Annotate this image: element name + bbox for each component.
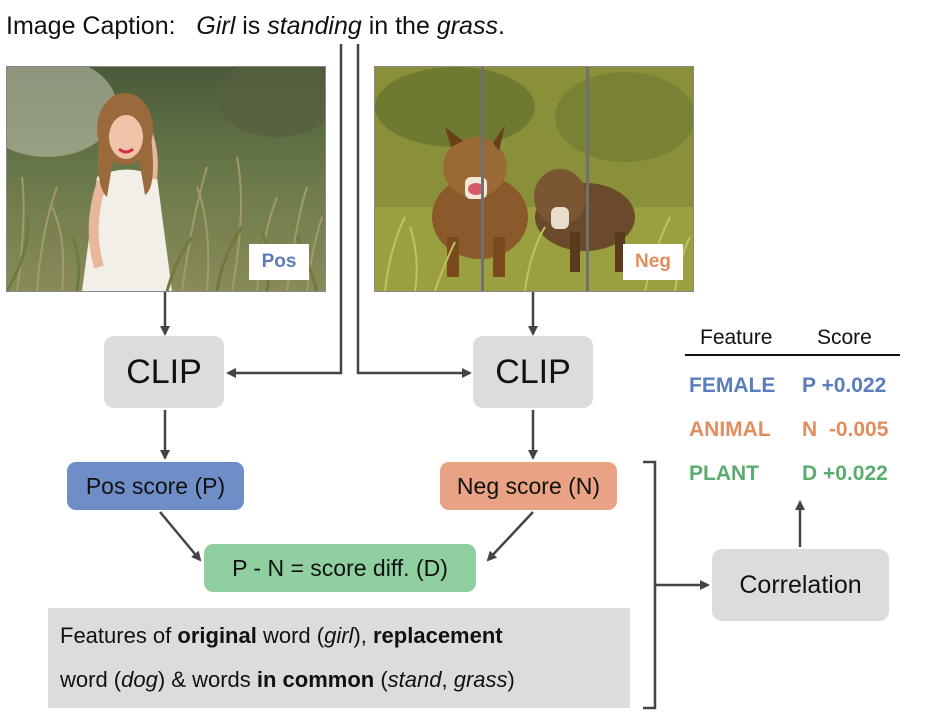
features-text-italic: stand [387, 667, 442, 692]
table-row-score: P +0.022 [802, 374, 887, 397]
caption-word-grass: grass [436, 12, 498, 40]
features-text: word ( [256, 623, 325, 648]
features-description: Features of original word (girl), replac… [48, 608, 630, 708]
features-text-italic: girl [324, 623, 354, 648]
features-text: ) & words [157, 667, 257, 692]
table-row-feature: FEMALE [689, 374, 776, 397]
caption-word-standing: standing [267, 12, 362, 40]
table-row-feature: PLANT [689, 462, 759, 485]
features-text-italic: grass [453, 667, 508, 692]
table-row-feature: ANIMAL [689, 418, 771, 441]
features-text-italic: dog [121, 667, 158, 692]
caption-text: . [497, 12, 505, 40]
features-text: Features of [60, 623, 178, 648]
caption-prefix: Image Caption: [6, 12, 176, 40]
caption-text: in the [361, 12, 437, 40]
neg-label: Neg [623, 244, 683, 280]
features-text-bold: original [177, 623, 257, 648]
features-text: ) [507, 667, 515, 692]
features-text: word ( [60, 667, 122, 692]
caption-text: is [235, 12, 268, 40]
pos-label: Pos [249, 244, 309, 280]
features-text: ), [353, 623, 373, 648]
pos-score-box: Pos score (P) [67, 462, 244, 510]
features-text-bold: replacement [373, 623, 503, 648]
table-row-score: D +0.022 [802, 462, 888, 485]
table-header-feature: Feature [700, 326, 773, 349]
table-header-score: Score [817, 326, 872, 349]
score-diff-box: P - N = score diff. (D) [204, 544, 476, 592]
features-text: , [441, 667, 454, 692]
image-caption: Image Caption: Girl is standing in the g… [6, 12, 505, 41]
caption-word-girl: Girl [196, 12, 236, 40]
clip-model-left: CLIP [104, 336, 224, 408]
clip-model-right: CLIP [473, 336, 593, 408]
features-text: ( [374, 667, 388, 692]
features-text-bold: in common [256, 667, 375, 692]
correlation-box: Correlation [712, 549, 889, 621]
neg-score-box: Neg score (N) [440, 462, 617, 510]
table-row-score: N -0.005 [802, 418, 889, 441]
